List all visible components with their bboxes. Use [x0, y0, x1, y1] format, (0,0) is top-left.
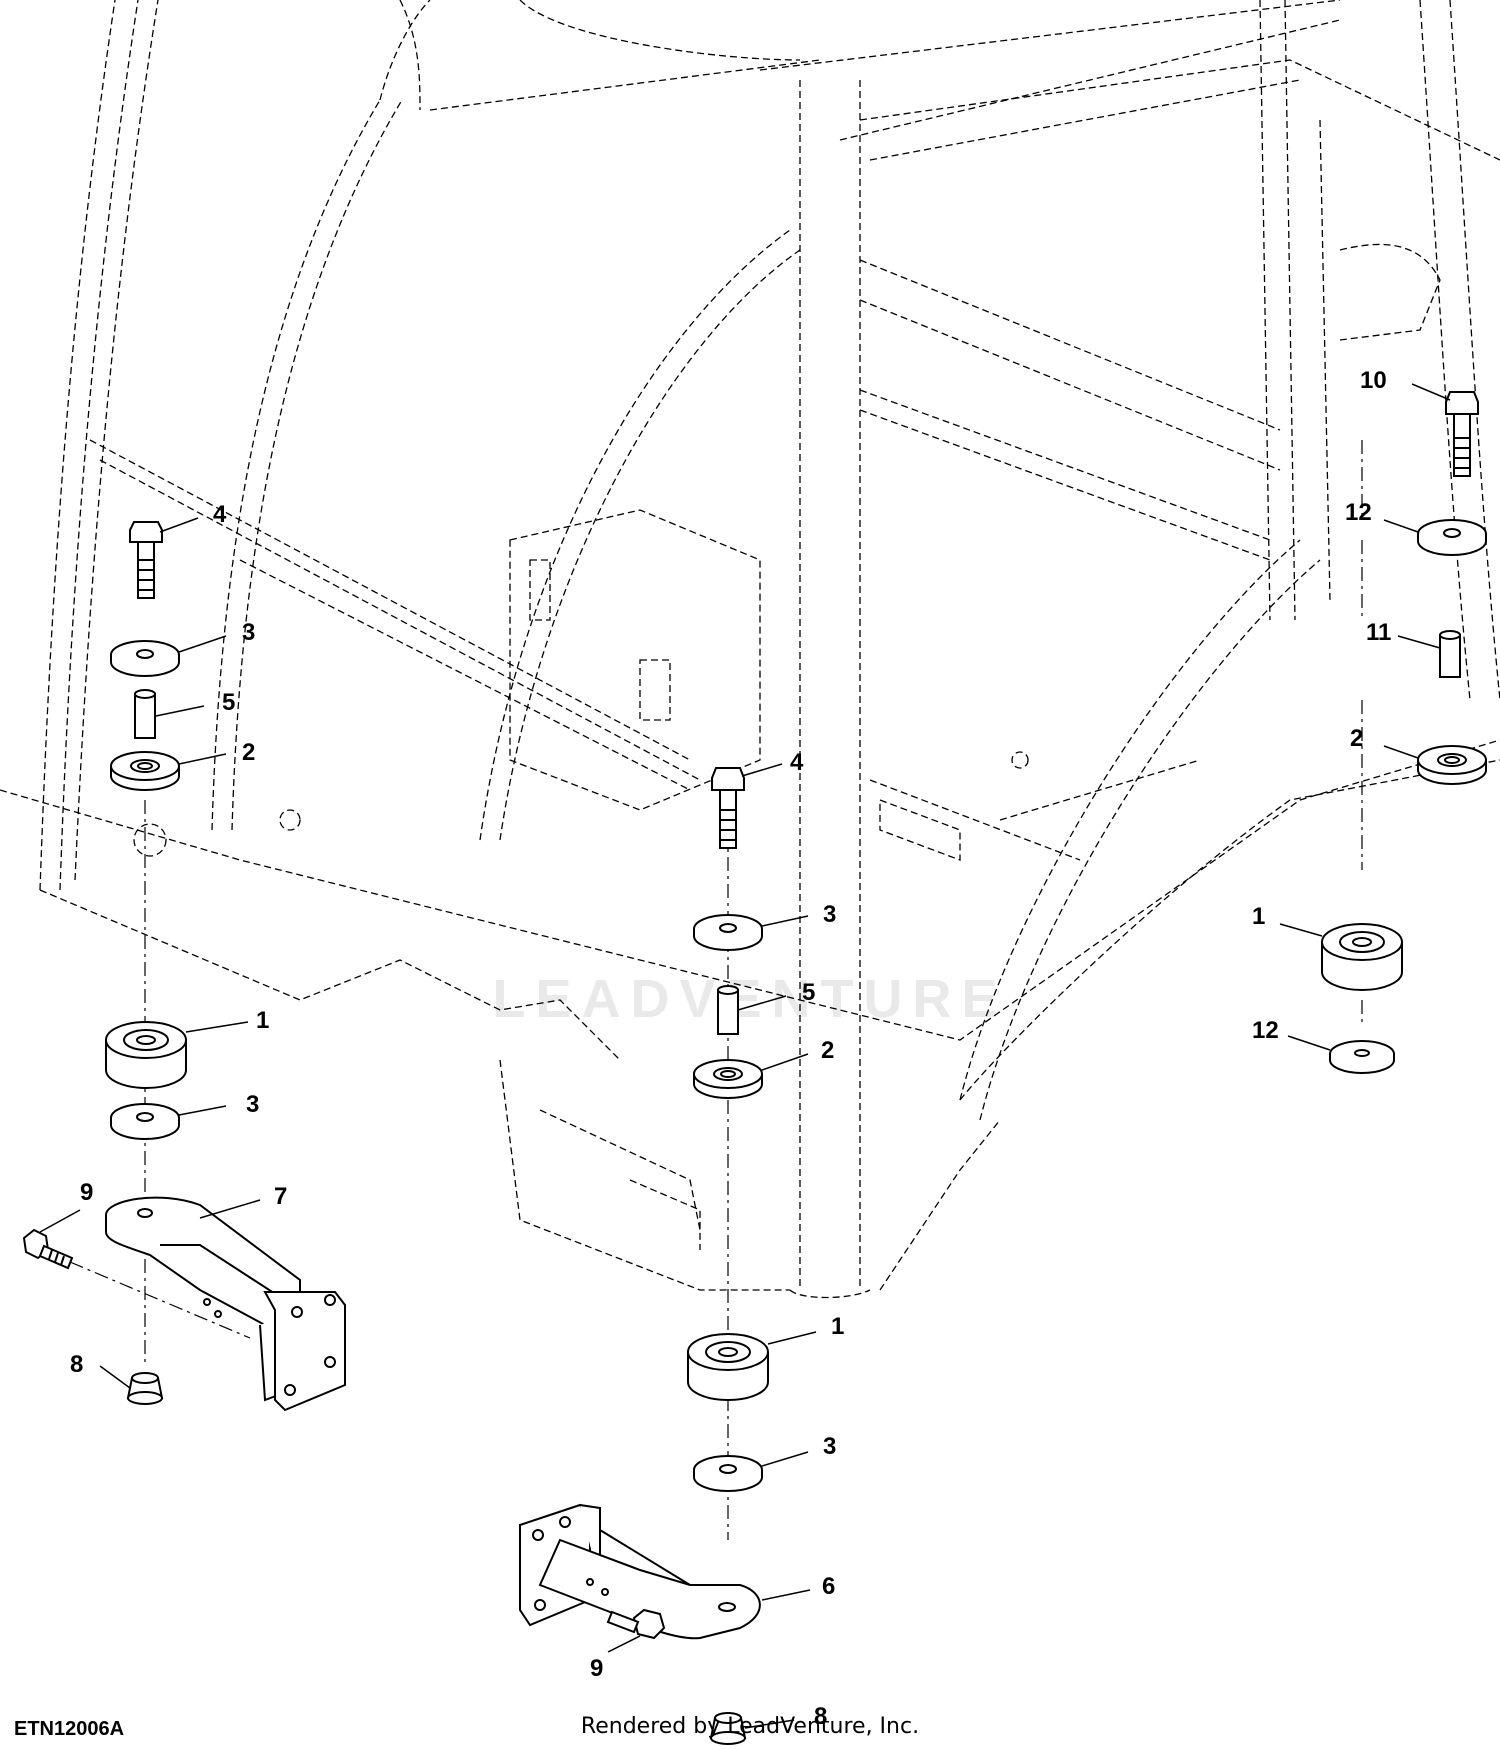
spacer-bushing-icon	[1439, 630, 1461, 678]
flange-nut-icon	[126, 1372, 164, 1405]
left-mount-stack	[22, 521, 346, 1412]
washer-icon	[110, 1103, 180, 1140]
right-mounting-bracket-icon	[519, 1503, 761, 1640]
washer-icon	[1329, 1040, 1395, 1074]
callout-7: 7	[274, 1183, 287, 1210]
cab-frame	[0, 0, 1500, 1299]
cap-screw-icon	[1445, 391, 1479, 477]
figure-id: ETN12006A	[14, 1718, 125, 1740]
callout-3: 3	[242, 619, 255, 646]
render-credit: Rendered by LeadVenture, Inc.	[580, 1714, 920, 1739]
cap-screw-icon	[711, 767, 745, 849]
washer-icon	[110, 640, 180, 677]
isolator-washer-icon	[693, 1059, 763, 1099]
callout-8: 8	[814, 1703, 827, 1730]
flange-screw-icon	[606, 1608, 666, 1640]
callout-10: 10	[1360, 367, 1387, 394]
callout-2: 2	[242, 739, 255, 766]
spacer-bushing-icon	[134, 689, 156, 739]
leader-lines	[39, 383, 1451, 1729]
callout-1: 1	[256, 1007, 269, 1034]
washer-icon	[693, 1455, 763, 1492]
isolator-icon	[1321, 923, 1403, 991]
callout-12: 12	[1252, 1017, 1279, 1044]
flange-nut-icon	[709, 1712, 747, 1745]
callout-1: 1	[1252, 903, 1265, 930]
callout-2: 2	[1350, 725, 1363, 752]
callout-8: 8	[70, 1351, 83, 1378]
right-mount-stack	[1321, 391, 1487, 1074]
isolator-icon	[687, 1333, 769, 1401]
washer-icon	[693, 914, 763, 951]
callout-1: 1	[831, 1313, 844, 1340]
callout-5: 5	[802, 979, 815, 1006]
callout-12: 12	[1345, 499, 1372, 526]
isolator-washer-icon	[1417, 745, 1487, 785]
callout-9: 9	[80, 1179, 93, 1206]
washer-icon	[1417, 519, 1487, 556]
center-mount-stack	[519, 767, 769, 1745]
isolator-icon	[105, 1021, 187, 1089]
callout-3: 3	[823, 901, 836, 928]
isolator-washer-icon	[110, 751, 180, 791]
callout-3: 3	[246, 1091, 259, 1118]
flange-screw-icon	[22, 1228, 74, 1270]
callout-2: 2	[821, 1037, 834, 1064]
watermark: LEADVENTURE	[492, 969, 1008, 1029]
callout-9: 9	[590, 1655, 603, 1682]
spacer-bushing-icon	[717, 985, 739, 1035]
callout-11: 11	[1366, 619, 1391, 646]
left-mounting-bracket-icon	[105, 1196, 346, 1412]
callout-4: 4	[213, 501, 227, 528]
callout-3: 3	[823, 1433, 836, 1460]
cap-screw-icon	[129, 521, 163, 599]
callout-6: 6	[822, 1573, 835, 1600]
callout-4: 4	[790, 749, 804, 776]
callout-labels: 4 3 5 2 1 3 7 9 8 4 3 5 2 1 3 6 9 8 10 1…	[70, 367, 1391, 1730]
callout-5: 5	[222, 689, 235, 716]
